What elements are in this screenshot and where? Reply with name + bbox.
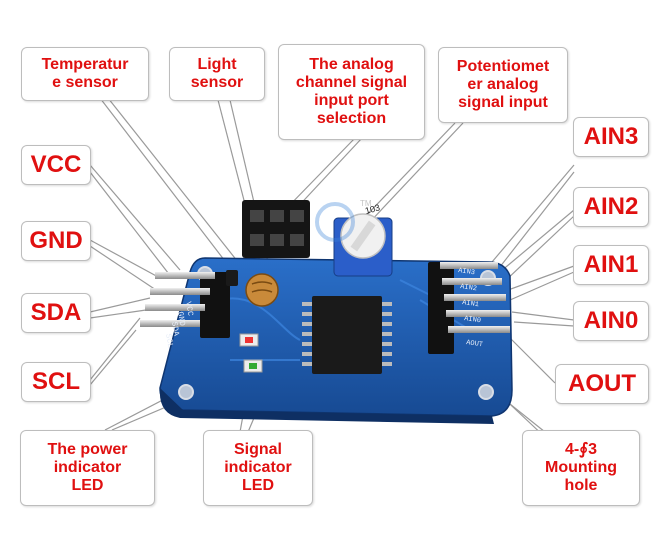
- silk-vcc: VCC: [183, 301, 194, 317]
- left-silkscreen: VCC GND SDA SCL: [163, 301, 194, 349]
- leader-lines: [89, 97, 575, 441]
- potentiometer: 103: [333, 202, 393, 277]
- label-scl: SCL: [21, 362, 91, 402]
- label-temperature-sensor: Temperatur e sensor: [21, 47, 149, 101]
- left-pin-header: [140, 272, 230, 338]
- label-mounting-hole: 4-∮3 Mounting hole: [522, 430, 640, 506]
- jumper-header: [242, 200, 310, 258]
- light-sensor: [245, 273, 279, 307]
- pin-scl: [140, 320, 200, 327]
- pin-ain1: [444, 294, 506, 301]
- silk-gnd: GND: [175, 311, 186, 327]
- mounting-hole-icon: [178, 384, 194, 400]
- signal-led: [243, 359, 263, 373]
- label-gnd: GND: [21, 221, 91, 261]
- label-vcc: VCC: [21, 145, 91, 185]
- pin-vcc: [155, 272, 215, 279]
- silk-aout: AOUT: [466, 339, 484, 349]
- silk-scl: SCL: [163, 333, 174, 349]
- label-ain0: AIN0: [573, 301, 649, 341]
- label-signal-led: Signal indicator LED: [203, 430, 313, 506]
- label-ain2: AIN2: [573, 187, 649, 227]
- mounting-hole-icon: [478, 384, 494, 400]
- label-aout: AOUT: [555, 364, 649, 404]
- silk-ain1: AIN1: [462, 299, 480, 309]
- label-analog-channel-selection: The analog channel signal input port sel…: [278, 44, 425, 140]
- label-ain1: AIN1: [573, 245, 649, 285]
- label-power-led: The power indicator LED: [20, 430, 155, 506]
- temperature-sensor: [226, 270, 238, 286]
- pin-ain2: [442, 278, 502, 285]
- label-sda: SDA: [21, 293, 91, 333]
- pin-gnd: [150, 288, 210, 295]
- trademark-text: TM: [360, 199, 372, 208]
- pin-ain3: [440, 262, 498, 269]
- right-pin-header: [428, 262, 510, 354]
- silk-ain3: AIN3: [458, 267, 476, 277]
- power-led: [239, 333, 259, 347]
- pin-aout: [448, 326, 510, 333]
- pin-ain0: [446, 310, 510, 317]
- pot-marking: 103: [364, 202, 381, 216]
- silk-ain0: AIN0: [464, 315, 482, 325]
- right-silkscreen: AIN3 AIN2 AIN1 AIN0 AOUT: [458, 267, 484, 349]
- adc-chip: [302, 296, 392, 374]
- silk-ain2: AIN2: [460, 283, 478, 293]
- watermark-logo: TM: [315, 199, 372, 242]
- silk-sda: SDA: [169, 321, 180, 337]
- label-potentiometer-input: Potentiomet er analog signal input: [438, 47, 568, 123]
- label-light-sensor: Light sensor: [169, 47, 265, 101]
- pin-sda: [145, 304, 205, 311]
- label-ain3: AIN3: [573, 117, 649, 157]
